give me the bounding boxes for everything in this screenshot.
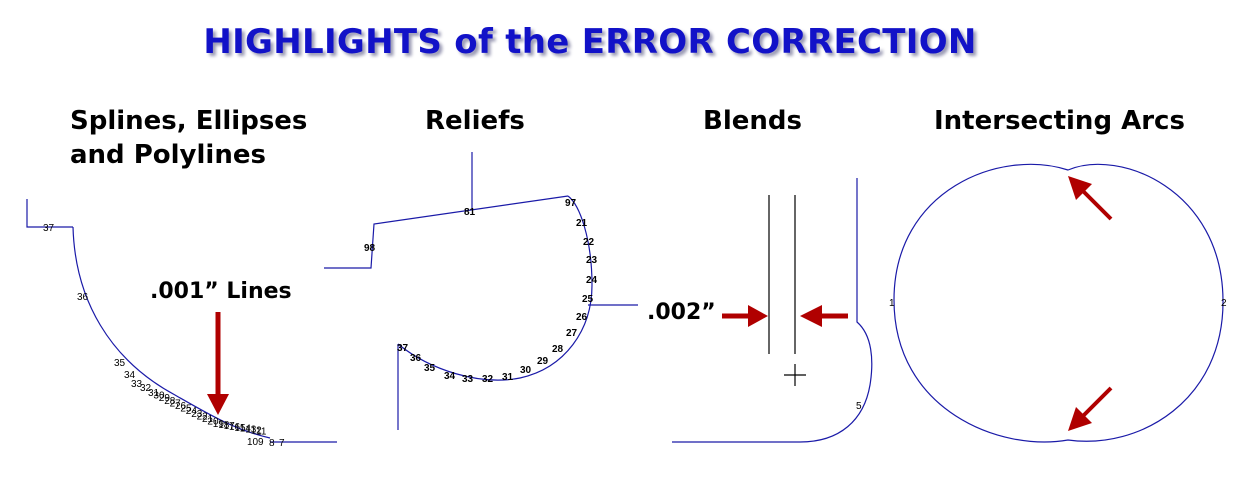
relief-label-97: 97 [565, 198, 577, 209]
relief-label-31: 31 [502, 372, 514, 383]
spline-label-21: 21 [202, 414, 214, 425]
spline-label-25: 25 [180, 404, 192, 415]
blend-profile [768, 195, 806, 386]
relief-label-81: 81 [464, 207, 476, 218]
spline-label-9: 9 [258, 437, 264, 448]
relief-label-35: 35 [424, 363, 436, 374]
spline-label-11: 11 [256, 426, 267, 437]
relief-label-21: 21 [576, 218, 588, 229]
spline-label-19: 19 [213, 419, 225, 430]
spline-profile [26, 199, 337, 443]
relief-label-28: 28 [552, 344, 564, 355]
spline-label-34: 34 [124, 370, 136, 381]
relief-label-24: 24 [586, 275, 598, 286]
page-title: HIGHLIGHTS of the ERROR CORRECTION [203, 22, 977, 62]
callout-lines: .001” Lines [150, 279, 292, 304]
spline-label-26: 26 [175, 401, 187, 412]
relief-label-29: 29 [537, 356, 549, 367]
relief-label-36: 36 [410, 353, 422, 364]
relief-label-23: 23 [586, 255, 598, 266]
spline-label-23: 23 [191, 409, 203, 420]
relief-label-22: 22 [583, 237, 595, 248]
spline-label-36: 36 [77, 292, 89, 303]
relief-label-27: 27 [566, 328, 578, 339]
heading-intersecting-arcs: Intersecting Arcs [934, 106, 1185, 136]
intersecting-arcs [893, 163, 1224, 443]
spline-label-32: 32 [140, 383, 152, 394]
relief-label-30: 30 [520, 365, 532, 376]
spline-label-24: 24 [186, 406, 198, 417]
spline-label-12: 12 [251, 426, 263, 437]
blend-outline [672, 178, 873, 443]
spline-label-20: 20 [207, 417, 219, 428]
relief-label-26: 26 [576, 312, 588, 323]
spline-label-22: 22 [197, 411, 209, 422]
spline-label-33: 33 [131, 379, 143, 390]
spline-label-7: 7 [279, 438, 285, 449]
spline-label-15: 15 [234, 423, 246, 434]
relief-profile [324, 152, 638, 430]
spline-label-18: 18 [218, 420, 230, 431]
spline-label-16: 16 [229, 422, 241, 433]
spline-label-27: 27 [170, 398, 182, 409]
blend-labels: 5 [856, 401, 862, 412]
spline-label-37: 37 [43, 223, 55, 234]
relief-label-25: 25 [582, 294, 594, 305]
spline-label-31: 31 [148, 388, 160, 399]
spline-label-13: 13 [245, 425, 257, 436]
arc-label-1: 1 [889, 298, 895, 309]
spline-label-28: 28 [164, 396, 176, 407]
relief-label-34: 34 [444, 371, 456, 382]
relief-label-37: 37 [397, 343, 409, 354]
spline-label-10: 10 [247, 437, 259, 448]
arc-arrows [1068, 176, 1113, 431]
relief-label-32: 32 [482, 374, 494, 385]
spline-label-17: 17 [224, 421, 236, 432]
heading-splines: Splines, Ellipses and Polylines [70, 106, 308, 170]
spline-label-35: 35 [114, 358, 126, 369]
spline-label-14: 14 [240, 424, 252, 435]
spline-label-30: 30 [153, 391, 165, 402]
heading-blends: Blends [703, 106, 802, 136]
heading-reliefs: Reliefs [425, 106, 525, 136]
spline-label-29: 29 [159, 393, 171, 404]
blend-label-5: 5 [856, 401, 862, 412]
arc-label-2: 2 [1221, 298, 1227, 309]
gap-arrows [722, 305, 848, 327]
spline-labels: 37 36 353433323130292827262524232221201918… [43, 223, 285, 449]
spline-label-8: 8 [269, 438, 275, 449]
callout-gap: .002” [647, 300, 716, 325]
relief-label-33: 33 [462, 374, 474, 385]
lines-arrow [207, 312, 229, 415]
relief-label-98: 98 [364, 243, 376, 254]
